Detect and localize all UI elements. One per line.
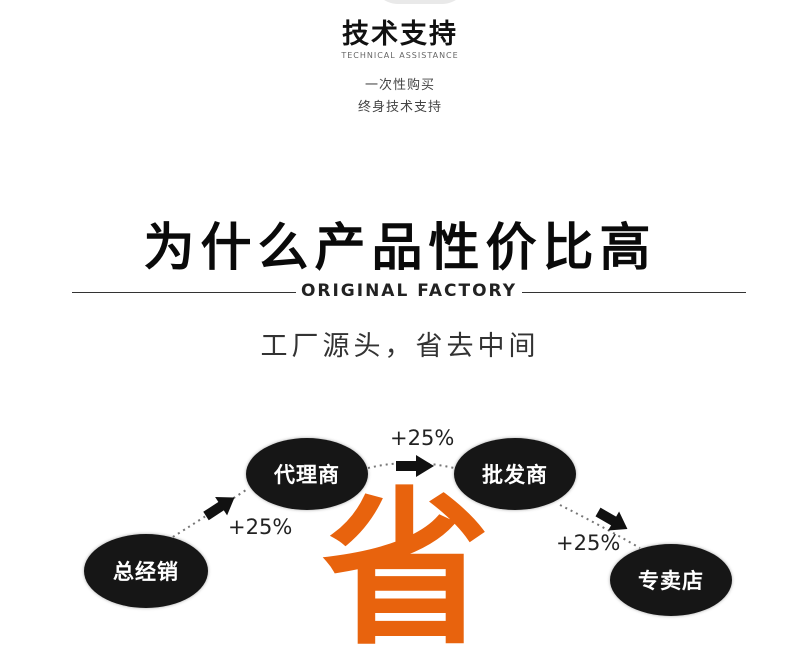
divider-right — [522, 292, 746, 293]
node-label: 专卖店 — [638, 569, 704, 593]
arrow-down-right-icon — [595, 507, 628, 531]
subtitle: 工厂源头，省去中间 — [260, 331, 540, 362]
save-character: 省 — [322, 472, 490, 668]
support-line-one: 一次性购买 — [364, 78, 435, 93]
arrow-up-right-icon — [203, 496, 235, 521]
headline: 为什么产品性价比高 — [143, 219, 657, 278]
decorative-arc — [372, 0, 468, 4]
node-label: 批发商 — [482, 463, 548, 487]
node-general-distributor: 总经销 — [84, 534, 208, 608]
support-subtitle: TECHNICAL ASSISTANCE — [341, 51, 459, 60]
support-title: 技术支持 — [342, 19, 458, 50]
markup-label-agent-wholesale: +25% — [390, 426, 455, 450]
support-line-two: 终身技术支持 — [357, 100, 442, 115]
markup-label-wholesale-store: +25% — [556, 531, 621, 555]
diagram-connectors — [167, 455, 641, 549]
node-wholesaler: 批发商 — [454, 438, 576, 510]
node-store: 专卖店 — [610, 544, 732, 616]
node-label: 代理商 — [274, 463, 340, 487]
node-label: 总经销 — [113, 560, 179, 584]
arrow-right-icon — [396, 455, 434, 477]
node-agent: 代理商 — [246, 438, 368, 510]
connector-general-agent — [167, 489, 247, 541]
divider-left — [72, 292, 296, 293]
markup-label-general-agent: +25% — [228, 515, 293, 539]
divider-label: ORIGINAL FACTORY — [300, 281, 518, 301]
